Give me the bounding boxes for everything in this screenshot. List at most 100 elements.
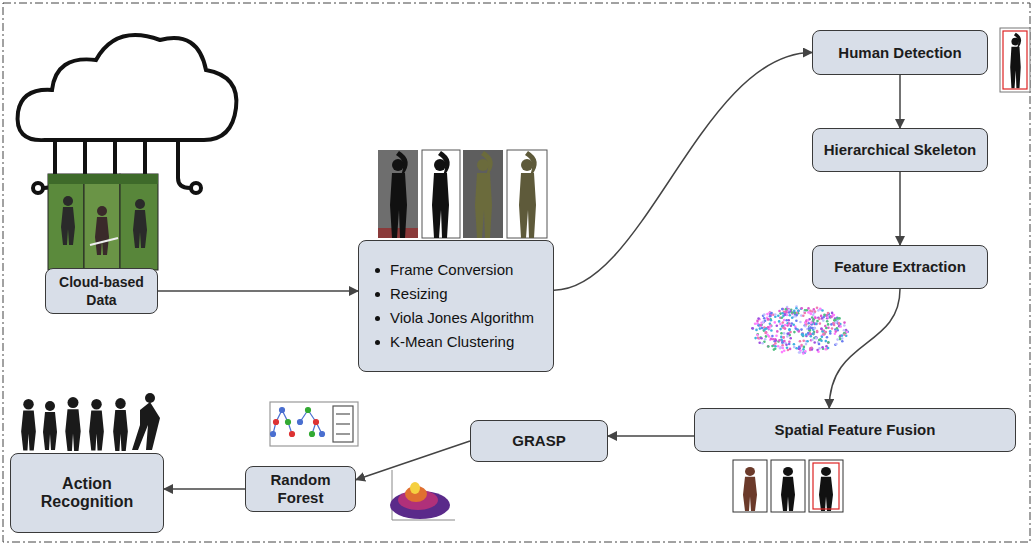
scatter-dot <box>770 319 773 322</box>
scatter-dot <box>807 322 810 325</box>
scatter-dot <box>771 345 774 348</box>
scatter-dot <box>757 337 760 340</box>
scatter-dot <box>839 336 842 339</box>
scatter-dot <box>767 326 770 329</box>
video-frames <box>48 174 158 270</box>
scatter-dot <box>761 327 764 330</box>
scatter-dot <box>831 327 834 330</box>
scatter-dot <box>802 340 805 343</box>
flow-arrow <box>829 289 900 408</box>
scatter-dot <box>843 329 846 332</box>
scatter-dot <box>760 324 763 327</box>
scatter-dot <box>817 350 820 353</box>
scatter-dot <box>819 322 822 325</box>
scatter-dot <box>785 308 788 311</box>
scatter-dot <box>814 336 817 339</box>
scatter-dot <box>833 314 836 317</box>
scatter-dot <box>782 336 785 339</box>
flow-arrow <box>899 75 901 128</box>
scatter-dot <box>793 343 796 346</box>
scatter-dot <box>805 343 808 346</box>
scatter-dot <box>816 323 819 326</box>
node-label: Feature Extraction <box>834 258 966 276</box>
scatter-dot <box>822 316 825 319</box>
flow-arrow <box>554 53 812 291</box>
scatter-dot <box>795 327 798 330</box>
scatter-dot <box>814 317 817 320</box>
node-label: Human Detection <box>838 44 961 62</box>
scatter-dot <box>839 338 842 341</box>
scatter-dot <box>783 319 786 322</box>
scatter-dot <box>784 313 787 316</box>
scatter-dot <box>827 347 830 350</box>
scatter-dot <box>843 324 846 327</box>
scatter-dot <box>815 322 818 325</box>
scatter-dot <box>767 318 770 321</box>
scatter-dot <box>805 323 808 326</box>
scatter-dot <box>834 343 837 346</box>
scatter-dot <box>783 332 786 335</box>
scatter-dot <box>830 316 833 319</box>
list-item-text: Frame Conversion <box>390 261 513 279</box>
flow-arrow <box>608 435 694 437</box>
bullet-dot <box>375 316 380 321</box>
scatter-dot <box>827 323 830 326</box>
scatter-dot <box>795 347 798 350</box>
scatter-dot <box>758 341 761 344</box>
scatter-dot <box>759 336 762 339</box>
scatter-dot <box>769 318 772 321</box>
scatter-dot <box>795 307 798 310</box>
node-label: Action Recognition <box>19 475 155 511</box>
scatter-dot <box>810 313 813 316</box>
scatter-dot <box>779 323 782 326</box>
scatter-dot <box>791 317 794 320</box>
scatter-dot <box>773 348 776 351</box>
scatter-dot <box>821 346 824 349</box>
scatter-dot <box>785 344 788 347</box>
scatter-dot <box>782 321 785 324</box>
scatter-dot <box>779 347 782 350</box>
scatter-dot <box>836 338 839 341</box>
process-list-box: Frame ConversionResizingViola Jones Algo… <box>358 240 554 372</box>
scatter-dot <box>775 334 778 337</box>
scatter-dot <box>811 338 814 341</box>
scatter-dot <box>799 321 802 324</box>
scatter-dot <box>795 319 798 322</box>
scatter-dot <box>807 319 810 322</box>
scatter-dot <box>827 341 830 344</box>
scatter-dot <box>765 331 768 334</box>
scatter-dot <box>815 336 818 339</box>
scatter-dot <box>793 311 796 314</box>
scatter-dot <box>788 309 791 312</box>
scatter-dot <box>781 344 784 347</box>
scatter-dot <box>797 309 800 312</box>
scatter-dot <box>813 311 816 314</box>
scatter-dot <box>826 316 829 319</box>
node-label: GRASP <box>512 432 565 450</box>
scatter-dot <box>827 313 830 316</box>
list-item: Resizing <box>375 285 448 303</box>
scatter-dot <box>777 345 780 348</box>
silhouette-frames <box>378 150 547 238</box>
scatter-dot <box>820 328 823 331</box>
detection-icon <box>1000 28 1030 92</box>
scatter-dot <box>779 328 782 331</box>
scatter-dot <box>802 352 805 355</box>
scatter-dot <box>786 324 789 327</box>
scatter-dot <box>809 347 812 350</box>
scatter-dot <box>832 322 835 325</box>
scatter-dot <box>825 327 828 330</box>
scatter-dot <box>774 342 777 345</box>
list-item: K-Mean Clustering <box>375 333 514 351</box>
scatter-dot <box>781 308 784 311</box>
scatter-dot <box>757 317 760 320</box>
scatter-dot <box>806 340 809 343</box>
flow-arrow <box>899 172 901 245</box>
scatter-dot <box>816 330 819 333</box>
scatter-dot <box>812 333 815 336</box>
scatter-dot <box>846 331 849 334</box>
scatter-dot <box>799 340 802 343</box>
scatter-dot <box>780 336 783 339</box>
scatter-dot <box>825 340 828 343</box>
scatter-dot <box>839 325 842 328</box>
